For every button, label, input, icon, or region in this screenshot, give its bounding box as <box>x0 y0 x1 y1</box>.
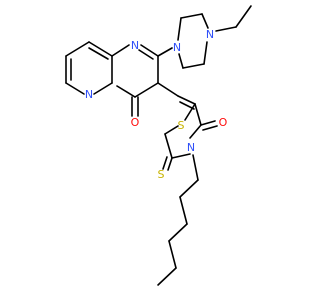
atom-s-thione: S <box>158 168 165 181</box>
atom-n-pyrimidine: N <box>131 39 139 52</box>
bond <box>201 13 209 29</box>
bond <box>157 47 173 57</box>
bond <box>179 196 188 225</box>
bond <box>88 41 113 57</box>
bond <box>202 125 218 131</box>
bond <box>168 223 188 242</box>
bond <box>182 63 205 69</box>
atom-s-ring: S <box>178 119 185 132</box>
bond <box>157 267 177 286</box>
bond <box>189 124 202 139</box>
bond <box>168 240 177 269</box>
bond <box>164 125 179 135</box>
atom-n-piperazine-1: N <box>173 41 181 54</box>
atom-labels: N N O N N S O N S <box>85 28 228 181</box>
bond <box>177 95 196 105</box>
bond <box>93 82 113 95</box>
atom-o-pyrimidinone: O <box>131 116 140 129</box>
background <box>0 0 300 300</box>
bond <box>178 53 184 69</box>
bond <box>111 44 130 57</box>
molecule-diagram: N N O N N S O N S <box>0 0 300 300</box>
bond <box>194 103 202 126</box>
bond <box>215 26 237 32</box>
bond <box>164 133 173 159</box>
bonds <box>65 5 252 286</box>
atom-n-thiazolidine: N <box>187 141 195 154</box>
bond <box>116 85 136 98</box>
atom-n-piperazine-4: N <box>206 28 214 41</box>
bond <box>157 82 179 97</box>
bond <box>184 103 196 121</box>
bond <box>162 156 168 170</box>
bond <box>203 41 208 65</box>
atom-n-bridgehead: N <box>85 88 93 101</box>
bond <box>65 41 90 57</box>
bond <box>65 82 85 95</box>
bond <box>134 82 159 98</box>
bond <box>177 17 182 41</box>
bond <box>138 49 154 60</box>
atom-o-thiazolidine: O <box>219 116 228 129</box>
bond <box>171 153 191 159</box>
bond <box>180 13 203 19</box>
bond <box>179 179 199 198</box>
bond <box>235 5 252 28</box>
bond <box>167 157 173 171</box>
bond <box>200 120 216 126</box>
bond <box>88 47 109 60</box>
bond <box>140 44 159 57</box>
bond <box>192 154 199 181</box>
